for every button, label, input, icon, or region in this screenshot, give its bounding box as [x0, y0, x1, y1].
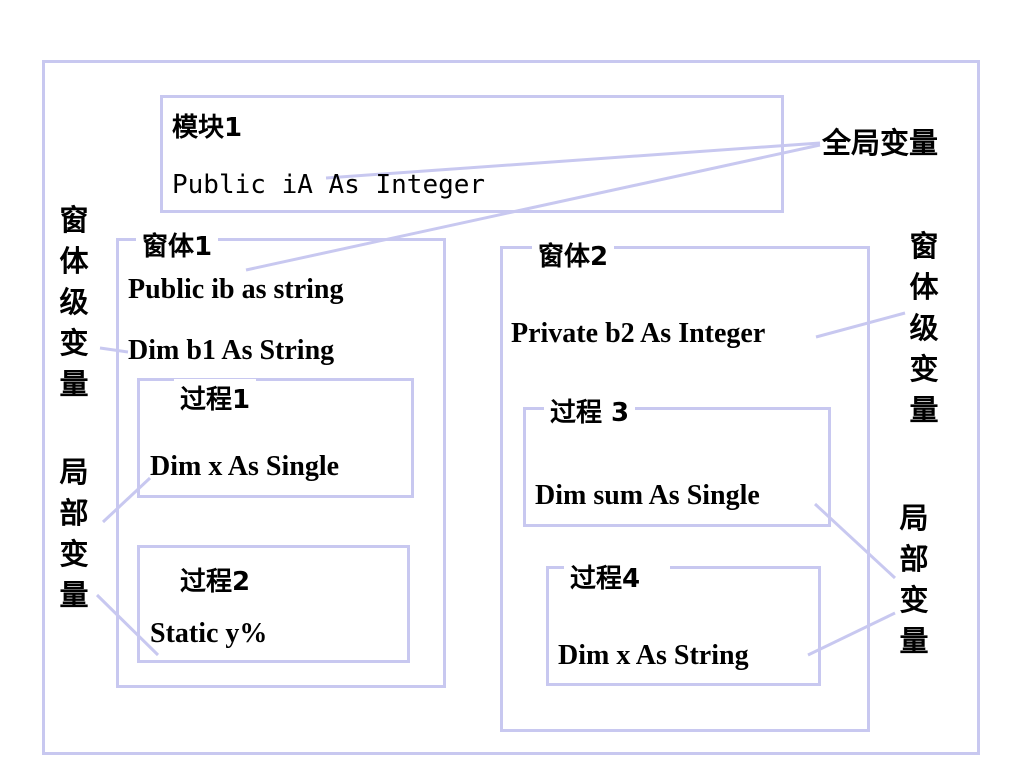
- module-title: 模块1: [172, 113, 243, 143]
- form1-line-public: Public ib as string: [128, 274, 344, 305]
- proc2-code: Static y%: [150, 618, 268, 649]
- form1-line-dim: Dim b1 As String: [128, 335, 335, 366]
- proc4-title: 过程4: [564, 558, 671, 595]
- proc3-code: Dim sum As Single: [535, 480, 760, 511]
- local-variable-label-right: 局部变量: [899, 501, 929, 658]
- form-level-variable-label-left: 窗体级变量: [59, 203, 89, 401]
- form1-title: 窗体1: [136, 226, 219, 263]
- module-box: [160, 95, 784, 213]
- connector-form-level-right: [815, 311, 906, 339]
- proc3-box: [523, 407, 831, 527]
- proc4-box: [546, 566, 821, 686]
- proc1-title: 过程1: [174, 379, 257, 416]
- connector-local-left-proc2: [95, 593, 160, 657]
- connector-form-level-left: [99, 346, 129, 354]
- proc3-title: 过程 3: [544, 392, 636, 429]
- proc1-code: Dim x As Single: [150, 451, 340, 482]
- proc4-code: Dim x As String: [558, 640, 749, 671]
- form2-title: 窗体2: [532, 236, 615, 273]
- outer-frame: [42, 60, 980, 755]
- form2-box: [500, 246, 870, 732]
- connector-local-right-proc4: [807, 611, 896, 657]
- connector-local-left-proc1: [101, 476, 152, 524]
- form1-box: [116, 238, 446, 688]
- global-variable-label: 全局变量: [822, 126, 939, 160]
- form-level-variable-label-right: 窗体级变量: [909, 229, 939, 427]
- proc2-title: 过程2: [180, 567, 251, 597]
- connector-global-form1: [245, 143, 821, 272]
- proc1-box: [137, 378, 414, 498]
- connector-global-module: [325, 141, 821, 180]
- proc2-box: [137, 545, 410, 663]
- module-code: Public iA As Integer: [172, 170, 486, 200]
- local-variable-label-left: 局部变量: [59, 455, 89, 612]
- form2-line-private: Private b2 As Integer: [511, 318, 766, 349]
